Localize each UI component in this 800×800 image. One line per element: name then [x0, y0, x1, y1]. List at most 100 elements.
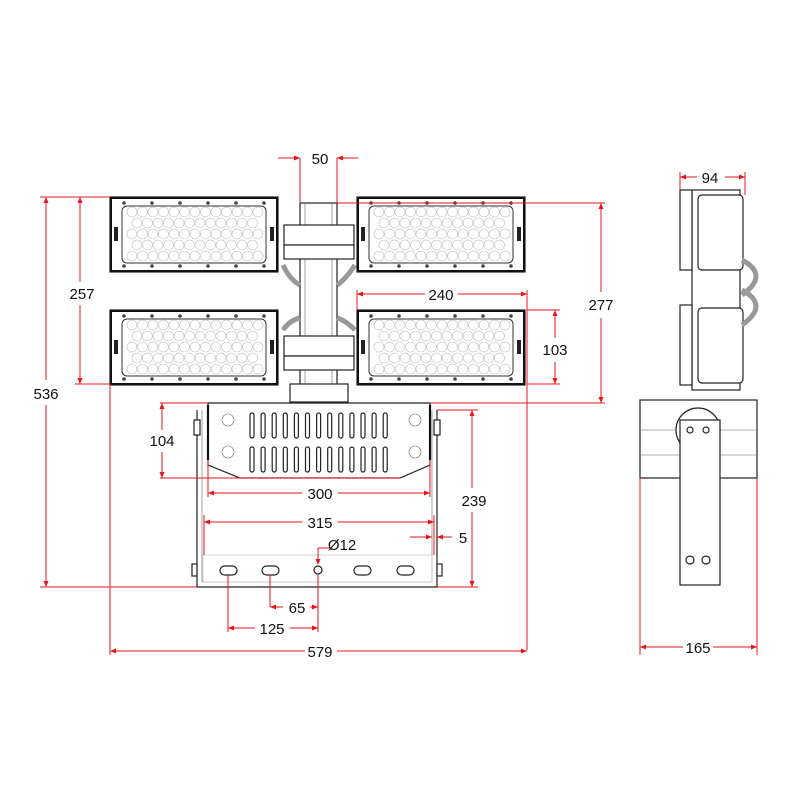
end-cap — [270, 227, 274, 241]
led-panel — [356, 196, 526, 273]
screw — [234, 314, 238, 318]
dimension-arrow — [204, 519, 210, 525]
side-panel-upper-back — [679, 189, 693, 271]
dimension-arrow — [424, 490, 430, 496]
dim-pole-width: 50 — [312, 151, 329, 168]
dim-side-bracket-depth: 165 — [685, 640, 710, 657]
screw — [234, 264, 238, 268]
slot — [219, 565, 238, 576]
vent-slot — [338, 412, 344, 439]
led-panel — [356, 309, 526, 386]
screw — [178, 201, 182, 205]
dimension-arrow — [312, 625, 318, 631]
dim-panel-width: 240 — [428, 287, 453, 304]
screw — [481, 314, 485, 318]
screw — [262, 201, 266, 205]
screw — [206, 201, 210, 205]
dimension-arrow — [428, 519, 434, 525]
screw — [369, 377, 373, 381]
dimension-arrow — [312, 604, 318, 610]
dimension-arrow — [159, 403, 165, 409]
vent-slot — [316, 412, 322, 439]
screw — [481, 377, 485, 381]
screw — [150, 377, 154, 381]
dim-panel-pair-height: 257 — [69, 286, 94, 303]
screw — [234, 201, 238, 205]
end-cap — [270, 340, 274, 354]
cable — [335, 263, 358, 288]
slot — [261, 565, 280, 576]
vent-slot — [271, 446, 277, 473]
dimension-arrow — [469, 410, 475, 416]
vent-slot — [293, 446, 299, 473]
dim-total-height: 536 — [33, 386, 58, 403]
vent-slot — [304, 446, 311, 473]
dimension-arrow — [159, 472, 165, 478]
screw — [262, 314, 266, 318]
vent-slot — [382, 446, 388, 473]
screw — [122, 201, 126, 205]
vent-slot — [360, 446, 366, 473]
vent-slot — [327, 412, 333, 439]
screw — [262, 264, 266, 268]
screw — [425, 314, 429, 318]
slot — [353, 565, 372, 576]
vent-slot — [304, 412, 311, 439]
side-panel-upper — [697, 194, 744, 271]
screw — [453, 314, 457, 318]
dimension-arrow — [43, 197, 49, 203]
screw — [397, 264, 401, 268]
vent-slot — [371, 446, 377, 473]
vent-slot — [327, 446, 333, 473]
front-view — [109, 196, 526, 588]
dim-thickness: 5 — [459, 530, 467, 547]
vent-slot — [260, 446, 266, 473]
vent-slot — [382, 412, 388, 439]
dimension-arrow — [521, 648, 527, 654]
vent-slot — [349, 446, 355, 473]
dimension-arrow — [739, 174, 745, 180]
side-panel-lower — [697, 307, 744, 384]
screw — [150, 264, 154, 268]
vent-slot — [249, 412, 255, 439]
dimension-arrow — [521, 291, 527, 297]
clamp-upper-band — [283, 244, 355, 260]
clamp-upper — [283, 224, 355, 246]
dimension-arrow — [437, 534, 443, 540]
vent-slot — [282, 446, 288, 473]
dim-hole-diameter: Ø12 — [328, 537, 356, 554]
screw — [206, 377, 210, 381]
screw — [178, 264, 182, 268]
vent-slot — [293, 412, 299, 439]
side-panel-lower-back — [679, 304, 693, 386]
side-view — [639, 189, 759, 586]
cable — [280, 315, 301, 332]
hole — [313, 565, 323, 575]
screw — [453, 377, 457, 381]
screw — [262, 377, 266, 381]
dimension-arrow — [751, 644, 757, 650]
vent-slot — [260, 412, 266, 439]
dim-bracket-height: 239 — [461, 493, 486, 510]
dimension-arrow — [77, 378, 83, 384]
end-cap — [114, 340, 118, 354]
vent-slot — [249, 446, 255, 473]
dimension-arrow — [43, 581, 49, 587]
screw — [122, 314, 126, 318]
vent-slot — [271, 412, 277, 439]
screw — [150, 314, 154, 318]
end-cap — [361, 227, 365, 241]
screw — [369, 314, 373, 318]
dimension-arrow — [270, 604, 276, 610]
screw — [453, 264, 457, 268]
dimension-arrow — [598, 203, 604, 209]
cable — [336, 315, 357, 332]
dim-slot-125: 125 — [259, 621, 284, 638]
dimension-arrow — [77, 197, 83, 203]
end-cap — [114, 227, 118, 241]
dim-total-width: 579 — [307, 644, 332, 661]
screw — [234, 377, 238, 381]
screw — [509, 264, 513, 268]
boss — [221, 413, 235, 427]
screw — [481, 264, 485, 268]
